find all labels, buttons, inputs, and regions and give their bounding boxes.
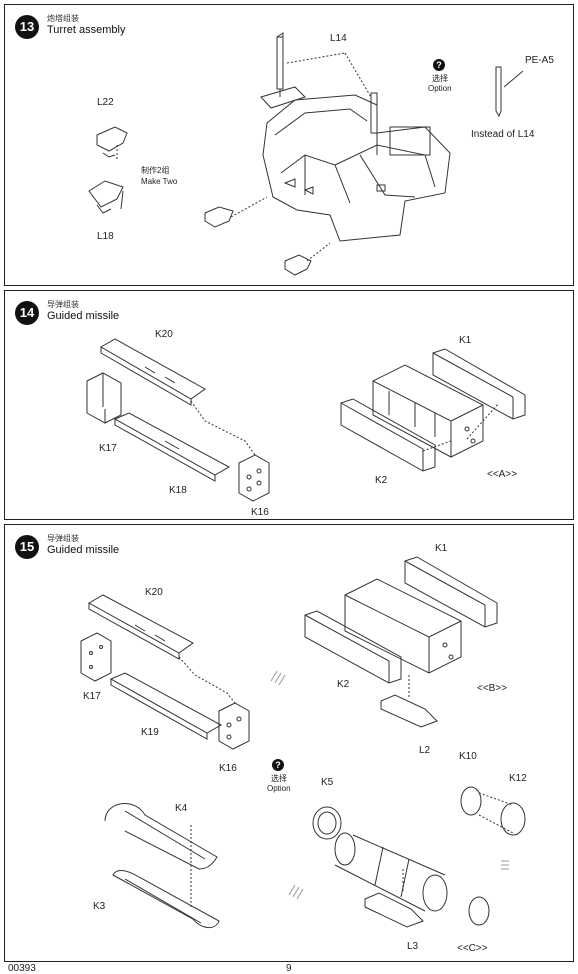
- step-14-panel: 14 导弹组装 Guided missile: [4, 290, 574, 520]
- part-label-l3: L3: [407, 941, 419, 952]
- step-title-cn: 导弹组装: [47, 300, 79, 309]
- instead-of-note: Instead of L14: [471, 129, 535, 140]
- sub-assembly-ref-c: <<C>>: [457, 943, 488, 954]
- make-two-en: Make Two: [141, 177, 178, 186]
- step-title-cn: 炮塔组装: [47, 14, 79, 23]
- part-label-k3: K3: [93, 901, 106, 912]
- part-label-k1: K1: [435, 543, 448, 554]
- step-title-en: Guided missile: [47, 544, 120, 556]
- option-label-cn: 选择: [271, 774, 287, 783]
- page-number: 9: [286, 963, 292, 974]
- sub-assembly-ref-a: <<A>>: [487, 469, 518, 480]
- step-title-en: Guided missile: [47, 310, 120, 322]
- part-label-k10: K10: [459, 751, 477, 762]
- step-number: 13: [15, 15, 39, 39]
- option-icon: ?: [272, 759, 284, 771]
- part-label-k20: K20: [145, 587, 163, 598]
- part-label-k1: K1: [459, 335, 472, 346]
- make-two-cn: 制作2组: [141, 166, 170, 175]
- option-icon: ?: [433, 59, 445, 71]
- step-title-en: Turret assembly: [47, 24, 126, 36]
- step-number: 15: [15, 535, 39, 559]
- part-label-l2: L2: [419, 745, 431, 756]
- part-label-k5: K5: [321, 777, 334, 788]
- part-label-k17: K17: [99, 443, 117, 454]
- missile-launcher-drawing: [86, 338, 526, 502]
- part-label-l18: L18: [97, 231, 114, 242]
- part-label-l22: L22: [97, 97, 114, 108]
- part-label-k20: K20: [155, 329, 173, 340]
- product-code: 00393: [8, 963, 36, 974]
- step-15-panel: 15 导弹组装 Guided missile: [4, 524, 574, 962]
- option-label-en: Option: [428, 84, 452, 93]
- step-title-cn: 导弹组装: [47, 534, 79, 543]
- part-label-k19: K19: [141, 727, 159, 738]
- part-label-k2: K2: [337, 679, 350, 690]
- part-label-l14: L14: [330, 33, 347, 44]
- turret-assembly-drawing: [88, 32, 524, 276]
- part-label-k17: K17: [83, 691, 101, 702]
- step-13-panel: 13 炮塔组装 Turret assembly: [4, 4, 574, 286]
- missile-assembly-drawing: [80, 556, 526, 928]
- part-label-k16: K16: [219, 763, 237, 774]
- part-label-k4: K4: [175, 803, 188, 814]
- option-label-cn: 选择: [432, 74, 448, 83]
- part-label-pe-a5: PE-A5: [525, 55, 554, 66]
- step-number: 14: [15, 301, 39, 325]
- part-label-k16: K16: [251, 507, 269, 518]
- part-label-k12: K12: [509, 773, 527, 784]
- part-label-k2: K2: [375, 475, 388, 486]
- sub-assembly-ref-b: <<B>>: [477, 683, 508, 694]
- option-label-en: Option: [267, 784, 291, 793]
- part-label-k18: K18: [169, 485, 187, 496]
